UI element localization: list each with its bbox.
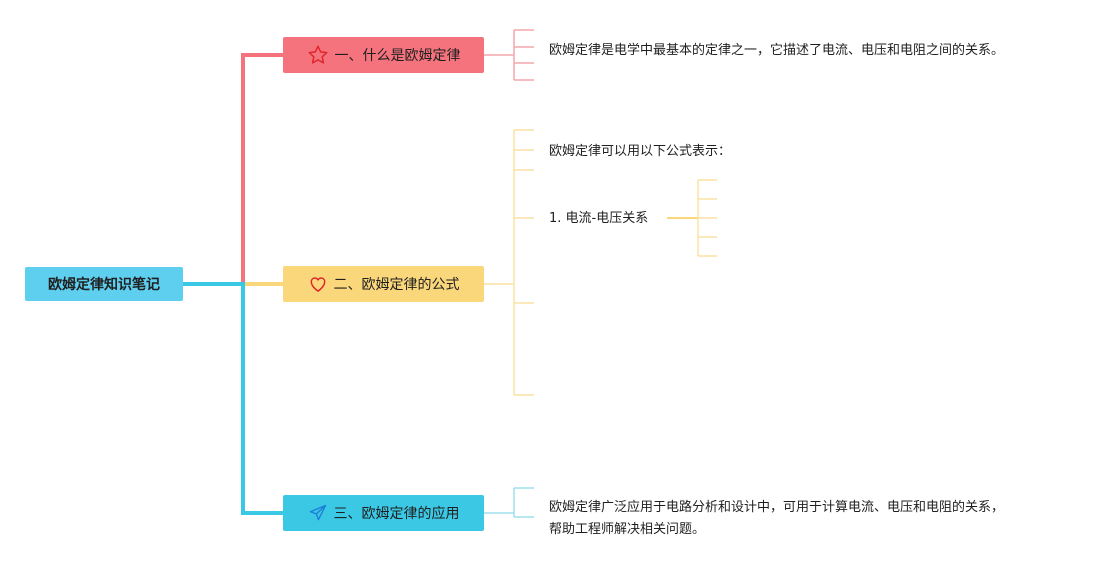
branch1-subconnectors — [484, 29, 534, 81]
branch2-formula-subconnectors — [667, 179, 717, 257]
note-current-voltage-relation[interactable]: 1. 电流-电压关系 — [549, 211, 649, 226]
branch-node-what-is-ohms-law[interactable]: 一、什么是欧姆定律 — [283, 37, 484, 73]
branch-label: 一、什么是欧姆定律 — [334, 48, 461, 64]
branch3-subconnectors — [484, 487, 534, 518]
connector-root-branch3 — [183, 282, 283, 515]
root-label: 欧姆定律知识笔记 — [48, 277, 160, 293]
star-icon — [307, 44, 329, 66]
branch-node-applications[interactable]: 三、欧姆定律的应用 — [283, 495, 484, 531]
branch2-subconnectors — [484, 129, 534, 396]
note-applications[interactable]: 欧姆定律广泛应用于电路分析和设计中，可用于计算电流、电压和电阻的关系， 帮助工程… — [549, 497, 1004, 541]
branch-node-formula[interactable]: 二、欧姆定律的公式 — [283, 266, 484, 302]
note-definition[interactable]: 欧姆定律是电学中最基本的定律之一，它描述了电流、电压和电阻之间的关系。 — [549, 43, 1005, 58]
connector-root-branch1 — [183, 53, 283, 286]
branch-label: 二、欧姆定律的公式 — [333, 277, 460, 293]
mindmap-root-node[interactable]: 欧姆定律知识笔记 — [25, 267, 183, 301]
branch-label: 三、欧姆定律的应用 — [333, 506, 460, 522]
note-formula-intro[interactable]: 欧姆定律可以用以下公式表示： — [549, 144, 732, 159]
note-applications-line-1: 欧姆定律广泛应用于电路分析和设计中，可用于计算电流、电压和电阻的关系， — [549, 500, 1005, 515]
paper-plane-icon — [308, 503, 328, 523]
heart-icon — [308, 274, 328, 294]
note-applications-line-2: 帮助工程师解决相关问题。 — [549, 522, 706, 537]
